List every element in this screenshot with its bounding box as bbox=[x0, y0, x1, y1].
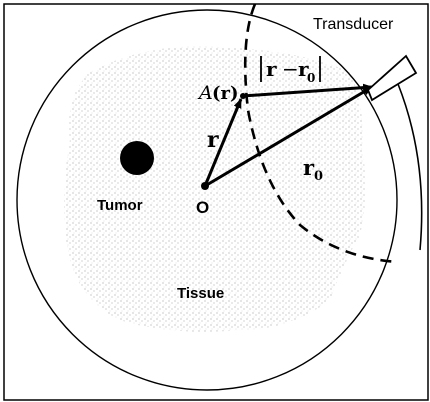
pressure-arg-label: (r) bbox=[212, 83, 239, 104]
distance-minus-sign: − bbox=[282, 57, 299, 81]
origin-label: O bbox=[196, 198, 209, 217]
scan-path-arc bbox=[398, 84, 422, 250]
pressure-fn-label: A bbox=[197, 82, 213, 104]
pressure-label: A (r) bbox=[197, 82, 239, 104]
tumor-label: Tumor bbox=[97, 197, 143, 214]
field-point bbox=[240, 93, 246, 99]
transducer-icon bbox=[368, 56, 416, 100]
tumor-dot bbox=[120, 141, 154, 175]
transducer-label: Transducer bbox=[313, 16, 394, 33]
distance-r0-subscript: 0 bbox=[307, 71, 315, 85]
vector-r-label: r bbox=[207, 127, 219, 153]
origin-point bbox=[201, 182, 209, 190]
tissue-label: Tissue bbox=[177, 285, 224, 302]
distance-r-letter: r bbox=[266, 57, 277, 81]
vector-r0-subscript: 0 bbox=[314, 169, 323, 184]
